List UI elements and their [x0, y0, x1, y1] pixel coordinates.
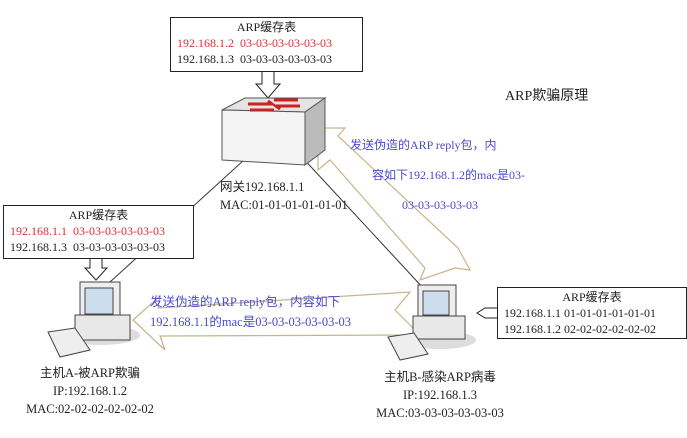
gateway-label: 网关192.168.1.1 MAC:01-01-01-01-01-01 [220, 178, 348, 214]
gateway-arp-cache-table: ARP缓存表 192.168.1.2 03-03-03-03-03-03 192… [170, 17, 363, 72]
table-row: 192.168.1.3 03-03-03-03-03-03 [177, 52, 332, 66]
computer-icon-host-a [47, 281, 140, 358]
table-row: 192.168.1.2 02-02-02-02-02-02 [504, 322, 656, 336]
host-a-name: 主机A-被ARP欺骗 [39, 366, 140, 380]
callout-pointer-host-a [83, 258, 109, 281]
message-line: 192.168.1.1的mac是03-03-03-03-03-03 [150, 315, 352, 329]
link-gateway-host-b [299, 154, 426, 291]
host-b-label: 主机B-感染ARP病毒 IP:192.168.1.3 MAC:03-03-03-… [355, 368, 525, 422]
table-title: ARP缓存表 [236, 20, 297, 34]
host-a-label: 主机A-被ARP欺骗 IP:192.168.1.2 MAC:02-02-02-0… [10, 364, 170, 418]
switch-icon [221, 97, 327, 166]
message-to-host-a: 发送伪造的ARP reply包，内容如下 192.168.1.1的mac是03-… [150, 292, 351, 332]
computer-icon-host-b [387, 284, 476, 361]
table-title: ARP缓存表 [562, 290, 622, 304]
arrow-to-gateway [317, 127, 472, 281]
message-line: 03-03-03-03-03 [402, 198, 478, 212]
table-row: 192.168.1.1 01-01-01-01-01-01 [504, 306, 656, 320]
gateway-name: 网关192.168.1.1 [220, 180, 305, 194]
host-b-ip: IP:192.168.1.3 [403, 388, 477, 402]
callout-pointer-host-b [476, 307, 497, 319]
message-line: 容如下192.168.1.2的mac是03- [372, 168, 525, 182]
diagram-title: ARP欺骗原理 [505, 89, 589, 104]
host-a-mac: MAC:02-02-02-02-02-02 [26, 402, 154, 416]
table-row: 192.168.1.1 03-03-03-03-03-03 [10, 224, 165, 238]
table-title: ARP缓存表 [68, 208, 129, 222]
host-b-mac: MAC:03-03-03-03-03-03 [376, 406, 504, 420]
table-row: 192.168.1.2 03-03-03-03-03-03 [177, 36, 332, 50]
gateway-mac: MAC:01-01-01-01-01-01 [220, 198, 348, 212]
callout-pointer-gateway [254, 72, 282, 99]
message-line: 发送伪造的ARP reply包，内 [350, 138, 497, 152]
message-line: 发送伪造的ARP reply包，内容如下 [150, 295, 341, 309]
host-a-ip: IP:192.168.1.2 [53, 384, 127, 398]
table-row: 192.168.1.3 03-03-03-03-03-03 [10, 240, 165, 254]
host-a-arp-cache-table: ARP缓存表 192.168.1.1 03-03-03-03-03-03 192… [3, 205, 194, 259]
arrow-to-host-a [132, 291, 422, 351]
host-b-name: 主机B-感染ARP病毒 [384, 370, 496, 384]
host-b-arp-cache-table: ARP缓存表 192.168.1.1 01-01-01-01-01-01 192… [497, 287, 687, 339]
